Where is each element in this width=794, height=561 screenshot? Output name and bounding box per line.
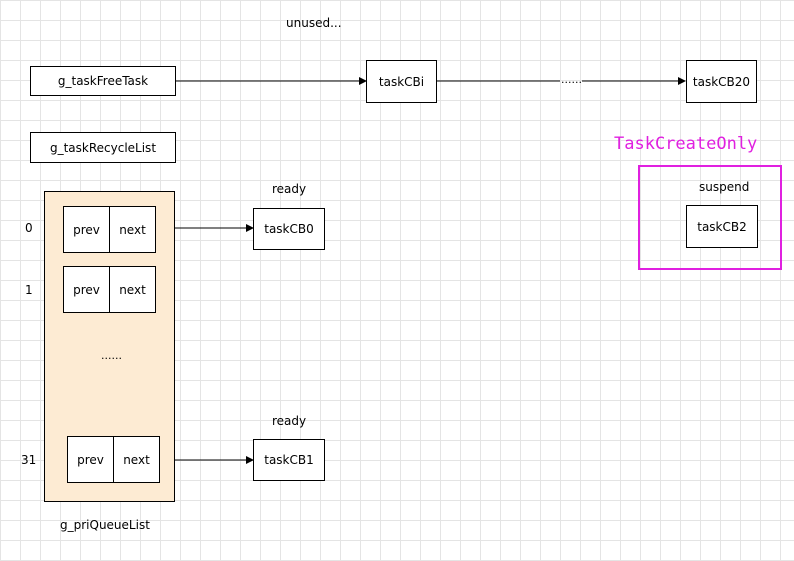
ready-label-cb0: ready bbox=[272, 182, 307, 196]
ready-label-cb1: ready bbox=[272, 414, 307, 428]
ellipsis-top: ...... bbox=[561, 73, 582, 86]
next-field: next bbox=[113, 437, 159, 482]
task-cb1-node: taskCB1 bbox=[253, 439, 325, 481]
unused-label: unused... bbox=[286, 16, 342, 30]
prev-field: prev bbox=[77, 452, 104, 467]
prev-field: prev bbox=[73, 222, 100, 237]
task-cbi-node: taskCBi bbox=[366, 60, 437, 103]
task-create-only-title: TaskCreateOnly bbox=[614, 134, 758, 154]
task-cb2-node: taskCB2 bbox=[686, 205, 758, 248]
g-pri-queue-list-label: g_priQueueList bbox=[60, 518, 150, 532]
queue-index-0: 0 bbox=[25, 221, 33, 235]
g-task-free-task-node: g_taskFreeTask bbox=[30, 66, 176, 96]
queue-row-31: prev next bbox=[67, 436, 160, 483]
suspend-label: suspend bbox=[699, 180, 750, 194]
next-field: next bbox=[109, 267, 155, 312]
task-cb0-node: taskCB0 bbox=[253, 208, 325, 250]
task-create-only-frame bbox=[638, 165, 782, 270]
task-cb20-node: taskCB20 bbox=[686, 60, 757, 103]
next-field: next bbox=[109, 207, 155, 252]
g-task-recycle-list-node: g_taskRecycleList bbox=[30, 132, 176, 163]
prev-field: prev bbox=[73, 282, 100, 297]
queue-row-0: prev next bbox=[63, 206, 156, 253]
queue-index-1: 1 bbox=[25, 283, 33, 297]
queue-row-1: prev next bbox=[63, 266, 156, 313]
ellipsis-mid: ...... bbox=[101, 349, 122, 362]
queue-index-31: 31 bbox=[21, 453, 37, 467]
